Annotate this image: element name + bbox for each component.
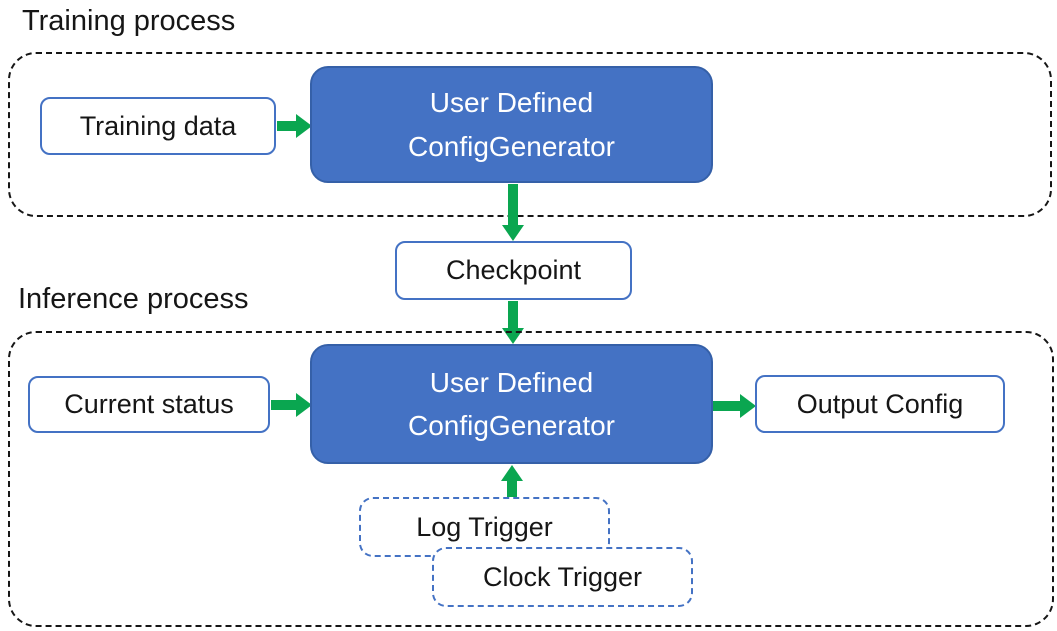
arrow-shaft — [508, 184, 518, 225]
training-data-label: Training data — [79, 110, 237, 141]
inference-process-label: Inference process — [18, 283, 249, 315]
training-process-container — [8, 52, 1052, 217]
arrow-shaft — [271, 400, 296, 410]
arrow-generator-to-checkpoint — [502, 184, 524, 241]
arrow-shaft — [507, 481, 517, 498]
current-status-node: Current status — [28, 376, 270, 433]
current-status-label: Current status — [64, 389, 234, 419]
arrow-current-status-to-generator — [271, 393, 312, 417]
arrow-right-icon — [296, 393, 312, 417]
arrow-triggers-to-generator — [501, 465, 523, 498]
arrow-down-icon — [502, 225, 524, 241]
config-generator-training-node: User Defined ConfigGenerator — [310, 66, 713, 183]
training-process-label: Training process — [22, 5, 236, 37]
output-config-node: Output Config — [755, 375, 1005, 433]
training-data-node: Training data — [40, 97, 276, 155]
clock-trigger-label: Clock Trigger — [482, 561, 643, 592]
arrow-training-data-to-generator — [277, 114, 312, 138]
checkpoint-label: Checkpoint — [445, 255, 582, 285]
inference-process-container — [8, 331, 1054, 627]
arrow-shaft — [713, 401, 740, 411]
config-generator-training-line2: ConfigGenerator — [407, 130, 615, 162]
arrow-shaft — [508, 301, 518, 328]
output-config-label: Output Config — [796, 388, 964, 419]
arrow-shaft — [277, 121, 296, 131]
log-trigger-label: Log Trigger — [416, 511, 553, 542]
arrow-right-icon — [296, 114, 312, 138]
clock-trigger-node: Clock Trigger — [432, 547, 693, 607]
config-generator-inference-line1: User Defined — [429, 366, 594, 398]
arrow-generator-to-output — [713, 394, 756, 418]
arrow-up-icon — [501, 465, 523, 481]
arrow-right-icon — [740, 394, 756, 418]
config-generator-inference-line2: ConfigGenerator — [407, 410, 615, 441]
config-generator-inference-node: User Defined ConfigGenerator — [310, 344, 713, 464]
checkpoint-node: Checkpoint — [395, 241, 632, 300]
config-generator-training-line1: User Defined — [429, 87, 594, 119]
